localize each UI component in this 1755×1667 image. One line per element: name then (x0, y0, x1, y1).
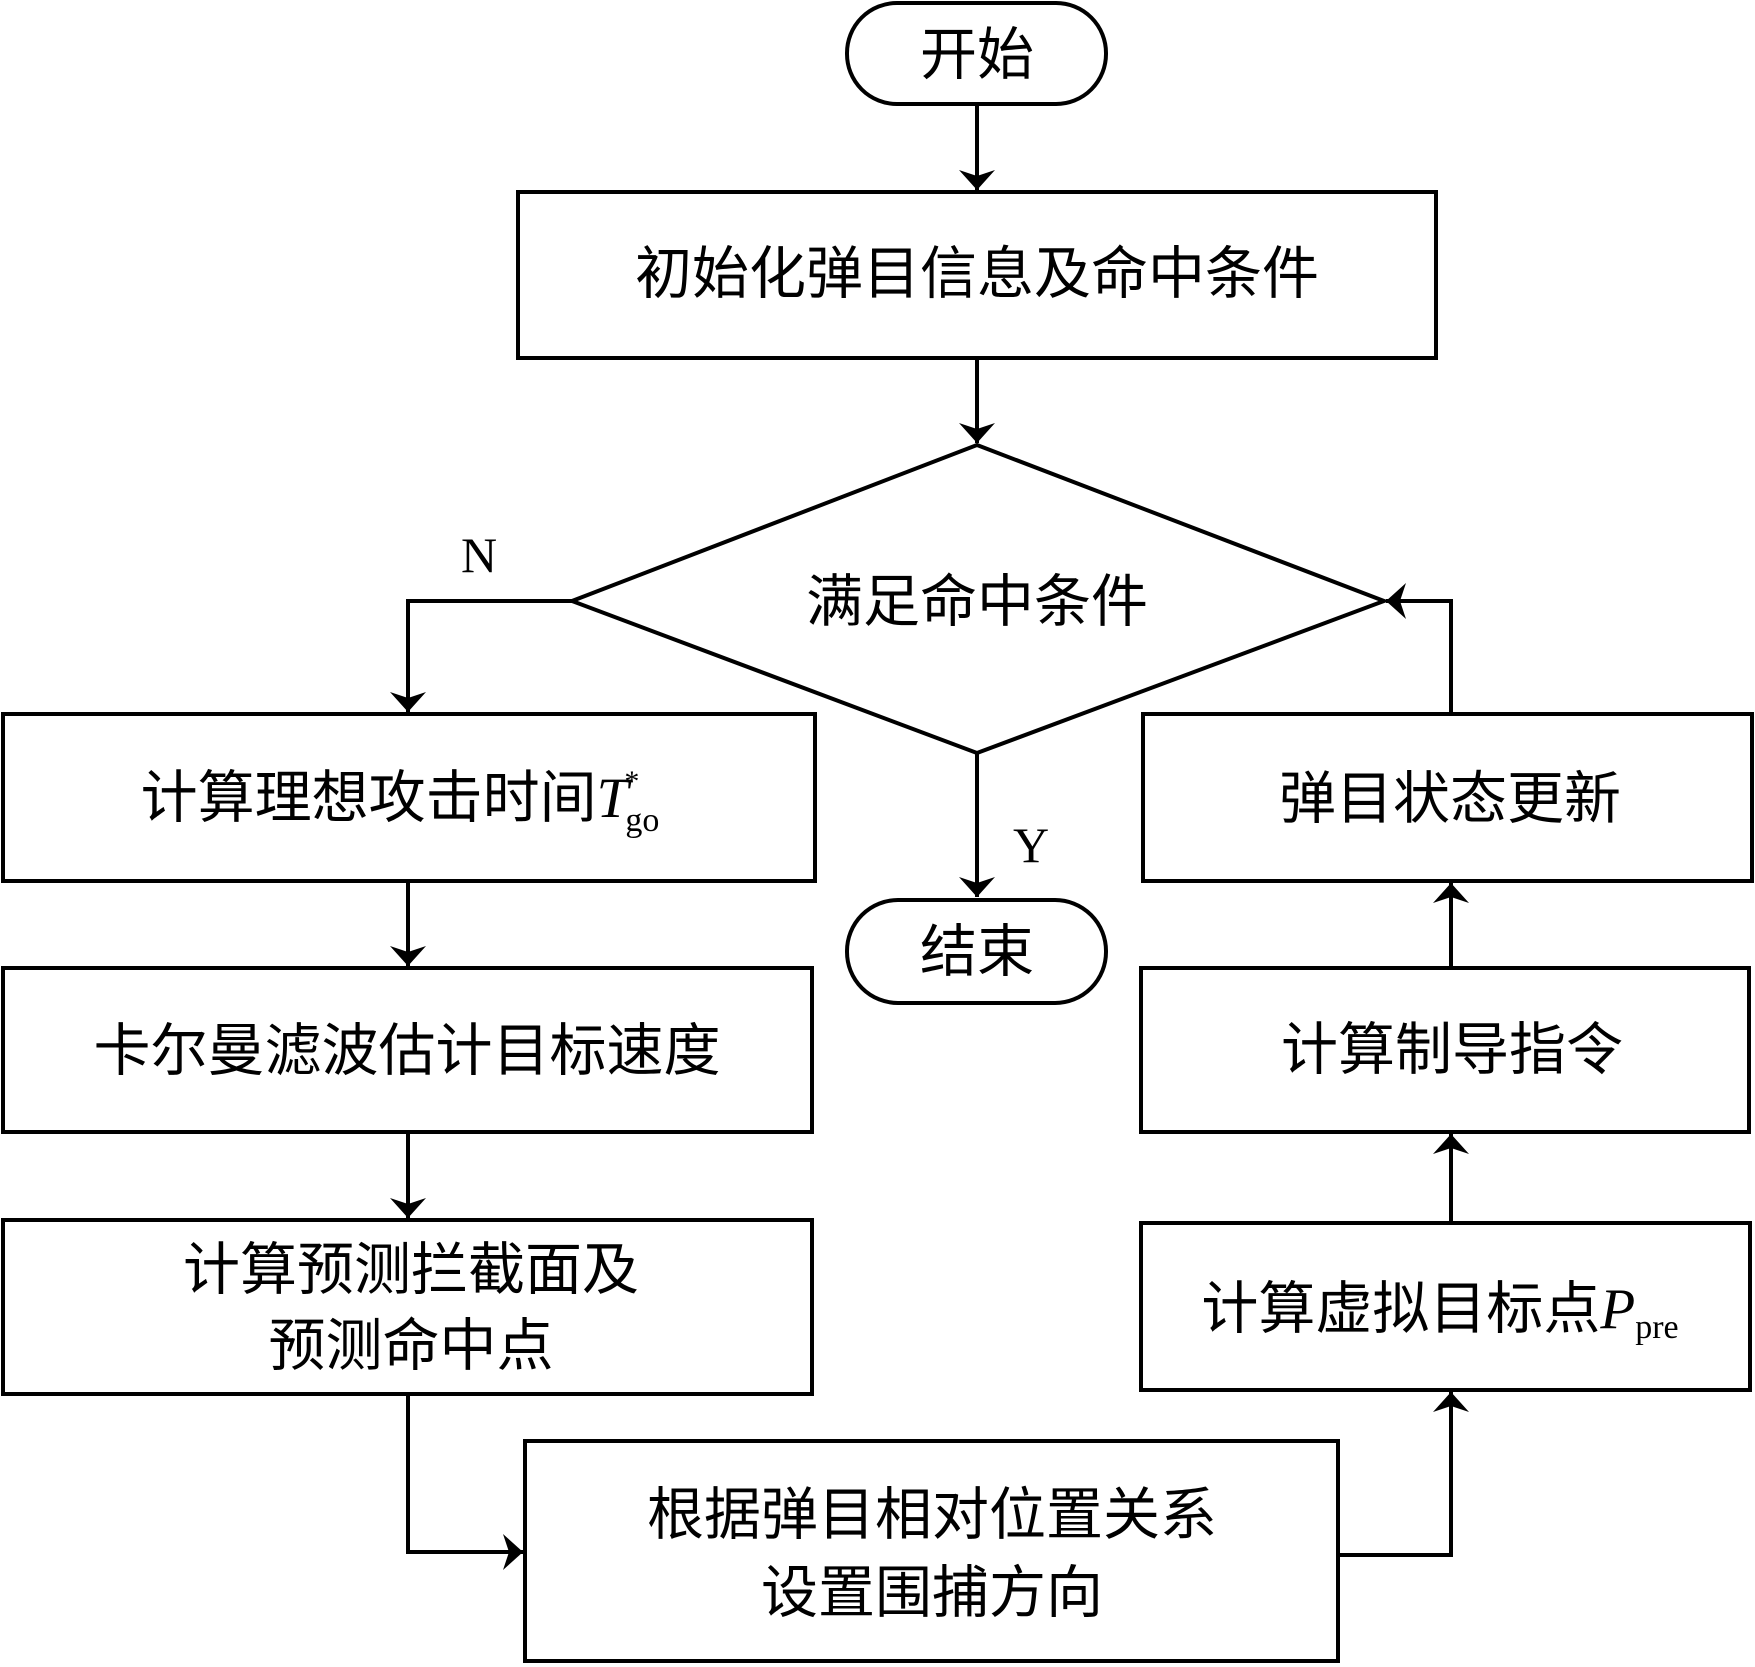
connectors (390, 104, 1469, 1570)
direction-label-line1: 根据弹目相对位置关系 (647, 1482, 1217, 1548)
start-label: 开始 (920, 22, 1034, 88)
compute-tgo-text: 计算理想攻击时间 (141, 765, 597, 831)
compute-tgo-label: 计算理想攻击时间T* go (141, 765, 660, 839)
ppre-symbol: P (1599, 1278, 1635, 1341)
end-terminator-shape (845, 898, 1108, 1005)
branch-label-yes: Y (1013, 817, 1049, 873)
direction-label-line2: 设置围捕方向 (761, 1560, 1103, 1626)
init-label: 初始化弹目信息及命中条件 (635, 241, 1319, 307)
end-label: 结束 (920, 919, 1034, 985)
update-box (1141, 712, 1754, 883)
predict-box (1, 1218, 814, 1396)
node-init: 初始化弹目信息及命中条件 (516, 190, 1438, 360)
branch-label-no: N (461, 527, 497, 583)
predict-label-line1: 计算预测拦截面及 (183, 1237, 639, 1303)
compute-tgo-box (1, 712, 817, 883)
tgo-superscript: * (624, 765, 639, 798)
node-end: 结束 (845, 898, 1108, 1005)
node-predict: 计算预测拦截面及 预测命中点 (1, 1218, 814, 1396)
init-box (516, 190, 1438, 360)
edge-decision-no (390, 599, 572, 712)
node-update: 弹目状态更新 (1141, 712, 1754, 883)
guidance-label: 计算制导指令 (1281, 1017, 1623, 1083)
edge-update-decision (1386, 583, 1453, 714)
update-label: 弹目状态更新 (1279, 766, 1621, 832)
node-start: 开始 (845, 1, 1108, 106)
kalman-label: 卡尔曼滤波估计目标速度 (94, 1018, 721, 1084)
tgo-subscript: go (625, 802, 659, 839)
node-decision: 满足命中条件 (566, 442, 1390, 756)
node-virtual-target: 计算虚拟目标点Ppre (1139, 1221, 1752, 1392)
decision-diamond (566, 442, 1390, 756)
virtual-target-label: 计算虚拟目标点Ppre (1201, 1276, 1678, 1346)
tgo-symbol: T (597, 767, 633, 830)
edge-direction-virtual (1338, 1392, 1469, 1557)
virtual-target-box (1139, 1221, 1752, 1392)
ppre-subscript: pre (1635, 1309, 1678, 1346)
direction-box (523, 1439, 1340, 1663)
guidance-box (1139, 966, 1751, 1134)
virtual-target-text: 计算虚拟目标点 (1201, 1276, 1600, 1342)
predict-label-line2: 预测命中点 (269, 1313, 554, 1379)
node-direction: 根据弹目相对位置关系 设置围捕方向 (523, 1439, 1340, 1663)
decision-label: 满足命中条件 (806, 569, 1148, 635)
node-guidance: 计算制导指令 (1139, 966, 1751, 1134)
kalman-box (1, 966, 814, 1134)
node-kalman: 卡尔曼滤波估计目标速度 (1, 966, 814, 1134)
start-terminator-shape (845, 1, 1108, 106)
node-compute-tgo: 计算理想攻击时间T* go (1, 712, 817, 883)
edge-predict-direction (406, 1394, 523, 1570)
